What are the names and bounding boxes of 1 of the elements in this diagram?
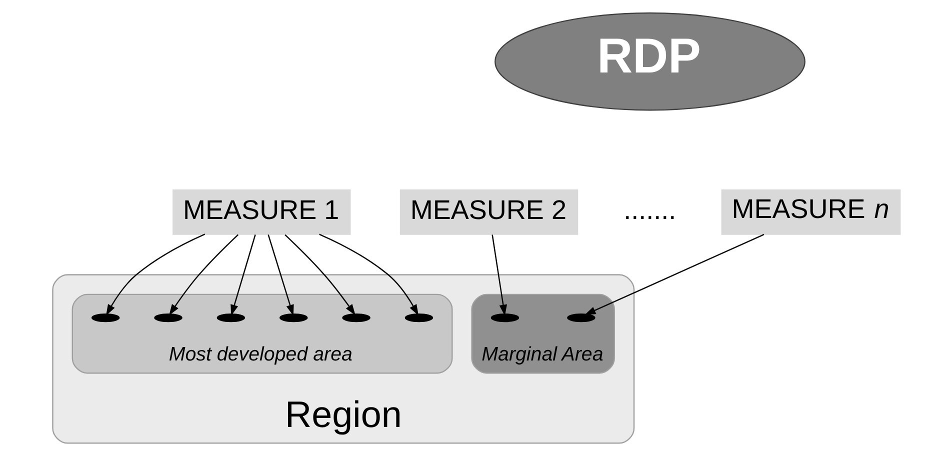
label: ....... (624, 194, 676, 225)
